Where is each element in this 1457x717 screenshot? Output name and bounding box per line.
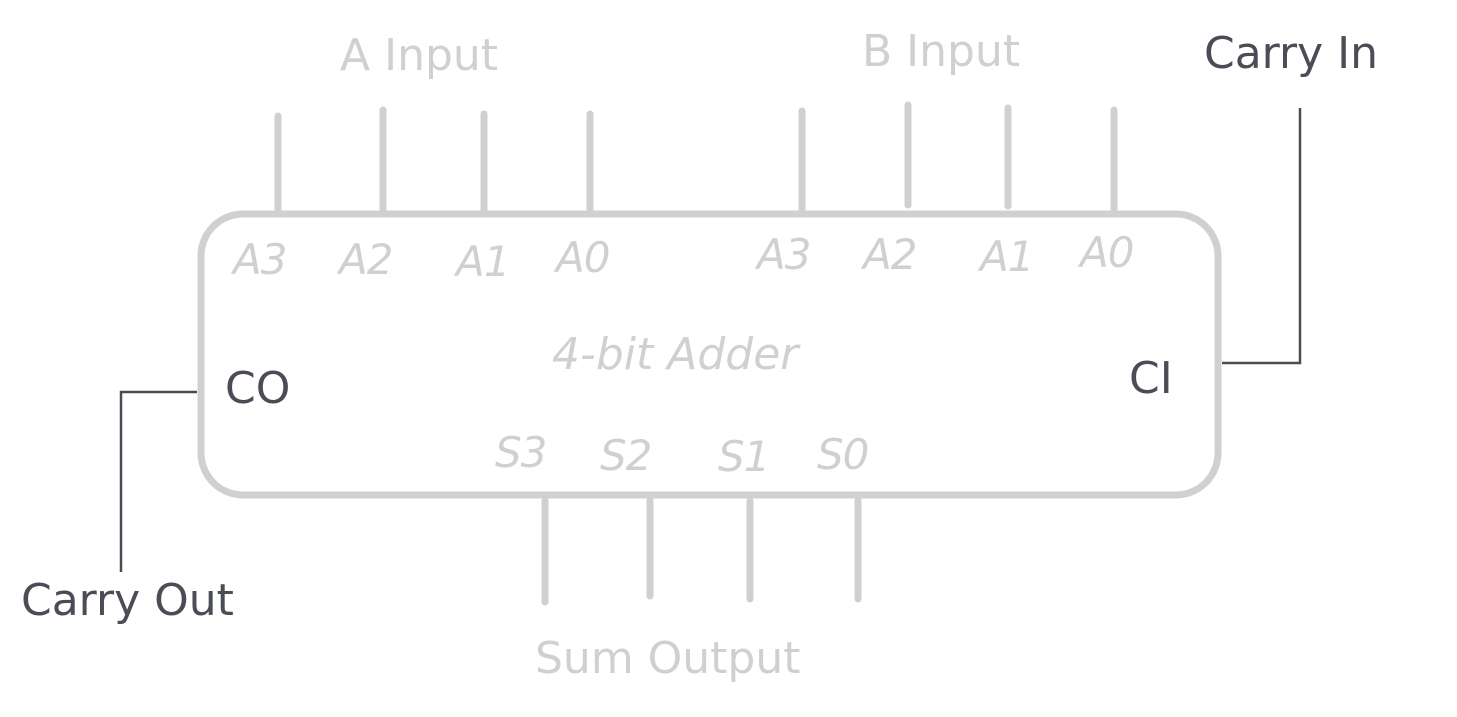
carry-in-label: Carry In [1204, 28, 1378, 79]
b-pin-a1: A1 [980, 232, 1034, 281]
b-input-title: B Input [862, 26, 1021, 77]
adder-box [197, 210, 1222, 499]
carry-out-wire [119, 390, 197, 572]
component-title: 4-bit Adder [552, 329, 799, 380]
sum-pin-s1: S1 [718, 432, 770, 481]
sum-pin-s2: S2 [600, 431, 652, 480]
a-pin-a1: A1 [456, 237, 510, 286]
carry-out-label: Carry Out [21, 575, 234, 626]
carry-in-pin: CI [1129, 353, 1173, 404]
b-pin-a3: A3 [757, 230, 811, 279]
a-pin-a3: A3 [233, 235, 287, 284]
sum-output-title: Sum Output [535, 633, 801, 684]
sum-pin-s0: S0 [817, 430, 869, 479]
a-input-title: A Input [340, 30, 499, 81]
a-pin-a0: A0 [556, 233, 610, 282]
b-pin-a2: A2 [863, 230, 917, 279]
carry-in-wire [1222, 108, 1302, 365]
b-pin-a0: A0 [1080, 228, 1134, 277]
carry-out-pin: CO [225, 363, 291, 414]
sum-pin-s3: S3 [495, 428, 547, 477]
a-pin-a2: A2 [339, 235, 393, 284]
